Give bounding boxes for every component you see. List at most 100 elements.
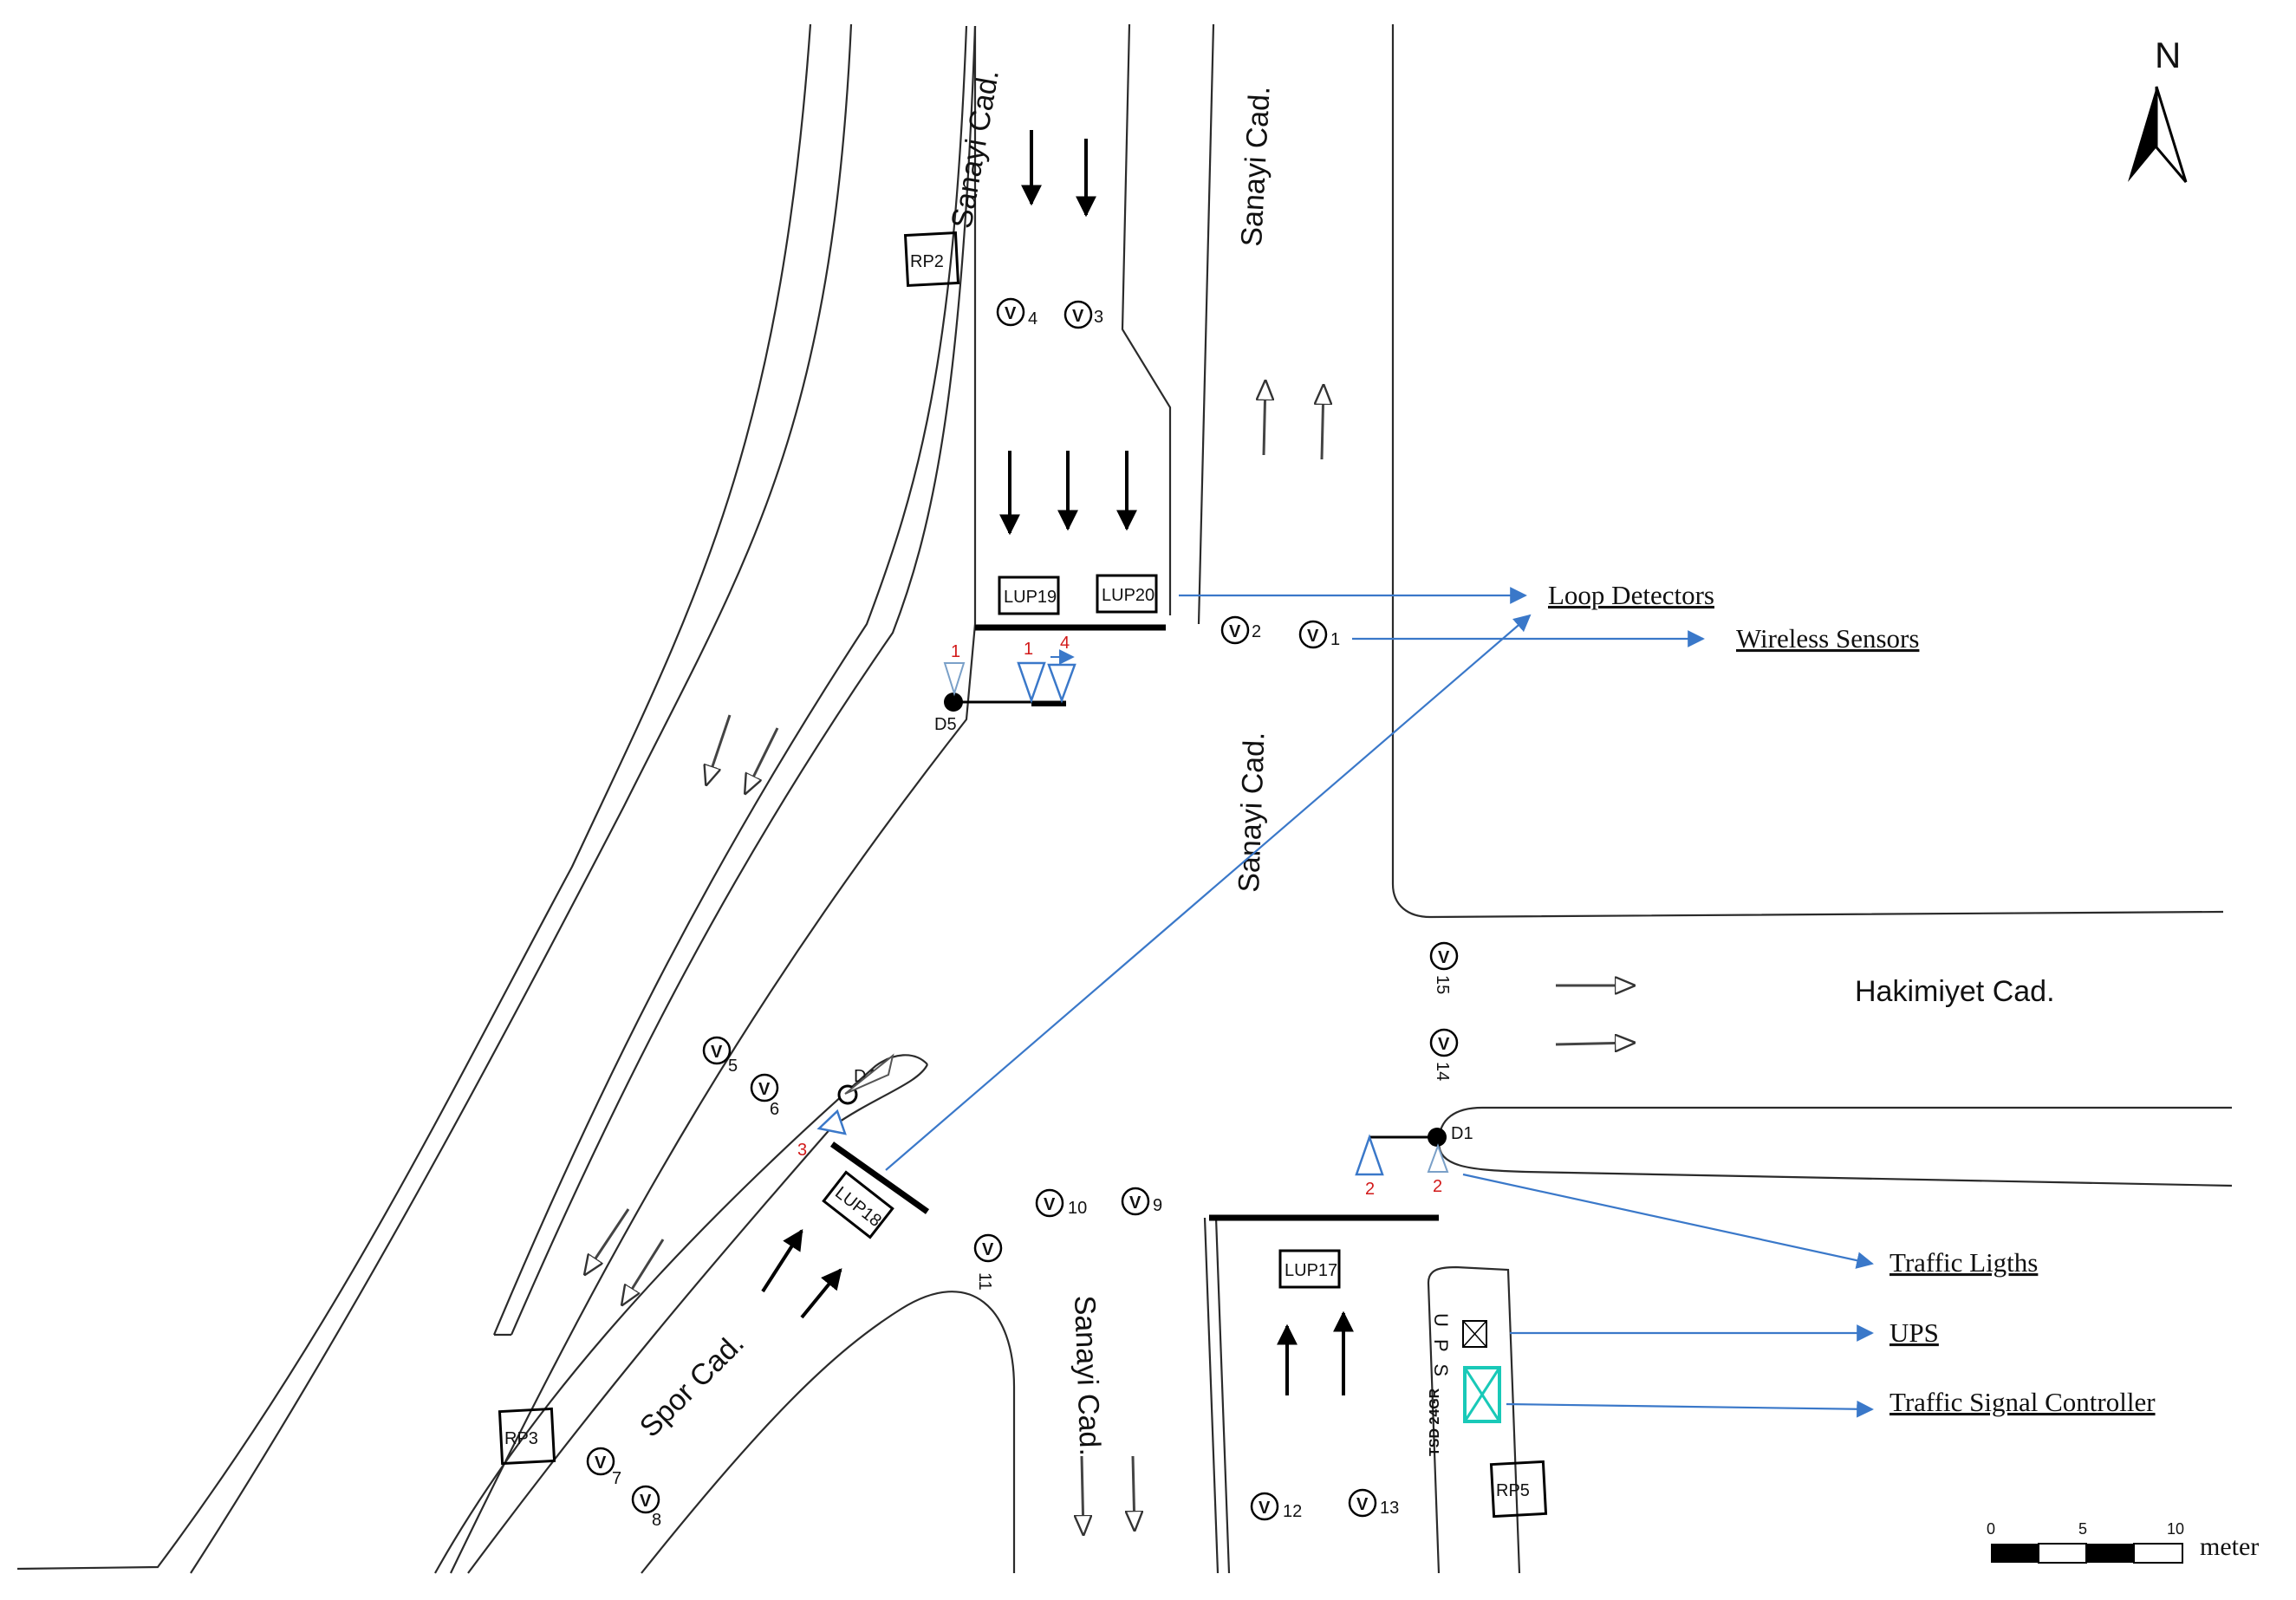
reference-points: RP2 RP3 RP5 — [498, 231, 1548, 1519]
svg-text:10: 10 — [1068, 1199, 1087, 1218]
lane-arrows-solid — [761, 130, 1354, 1395]
svg-text:LUP18: LUP18 — [831, 1183, 885, 1231]
sensor-1: V 1 — [1298, 620, 1340, 649]
svg-text:3: 3 — [797, 1141, 807, 1160]
sensor-11: V 11 — [973, 1233, 1003, 1291]
svg-text:7: 7 — [612, 1469, 621, 1488]
svg-text:2: 2 — [1252, 622, 1261, 641]
svg-text:RP5: RP5 — [1496, 1481, 1530, 1500]
street-label-east: Hakimiyet Cad. — [1855, 975, 2055, 1008]
svg-text:V: V — [1129, 1193, 1141, 1213]
north-label: N — [2155, 35, 2181, 75]
lup17-box: LUP17 — [1278, 1249, 1341, 1289]
sensor-2: V 2 — [1220, 615, 1261, 645]
pole-d5-icon — [944, 693, 963, 712]
road-edges — [16, 23, 2233, 1574]
signal-head-icon — [1047, 663, 1076, 704]
svg-text:V: V — [1044, 1195, 1056, 1214]
north-arrow: N — [2128, 35, 2188, 183]
svg-text:5: 5 — [728, 1057, 738, 1076]
svg-text:11: 11 — [975, 1272, 994, 1291]
street-names: Sanayi Cad. Sanayi Cad. Sanayi Cad. Sana… — [634, 67, 2055, 1456]
svg-text:LUP17: LUP17 — [1285, 1261, 1337, 1280]
sensor-5: V 5 — [702, 1036, 738, 1076]
stop-bars — [829, 624, 1439, 1221]
svg-text:V: V — [1072, 307, 1084, 326]
rp3-box: RP3 — [498, 1407, 556, 1466]
street-label-south: Sanayi Cad. — [1068, 1295, 1106, 1456]
lup20-box: LUP20 — [1096, 574, 1158, 614]
svg-text:3: 3 — [1094, 308, 1103, 327]
sensor-9: V 9 — [1121, 1187, 1162, 1216]
pole-d5-label: D5 — [934, 715, 957, 734]
svg-text:V: V — [1229, 622, 1241, 641]
svg-text:1: 1 — [951, 642, 960, 661]
svg-text:14: 14 — [1433, 1062, 1452, 1081]
annotation-loop-detectors: Loop Detectors — [1548, 580, 1714, 610]
sensor-14: V 14 — [1429, 1028, 1459, 1081]
svg-text:RP3: RP3 — [504, 1429, 538, 1448]
rp5-box: RP5 — [1489, 1460, 1548, 1519]
svg-text:V: V — [758, 1080, 771, 1099]
sensor-3: V 3 — [1063, 300, 1103, 329]
svg-text:2: 2 — [1433, 1177, 1442, 1196]
sensor-15: V 15 — [1429, 941, 1459, 994]
sensor-6: V 6 — [750, 1073, 779, 1119]
street-label-north-right: Sanayi Cad. — [1235, 85, 1277, 247]
annotations: Loop Detectors Wireless Sensors Traffic … — [1548, 580, 2156, 1417]
svg-text:V: V — [1438, 948, 1450, 967]
controller-box-icon — [1463, 1366, 1501, 1423]
svg-text:V: V — [1438, 1035, 1450, 1054]
scale-tick-0: 0 — [1987, 1520, 1995, 1538]
loop-detectors: LUP19 LUP20 LUP18 LUP17 — [822, 574, 1341, 1289]
pole-d1-icon — [1428, 1128, 1447, 1147]
svg-text:15: 15 — [1433, 975, 1452, 994]
sensor-12: V 12 — [1250, 1492, 1302, 1521]
svg-text:12: 12 — [1283, 1502, 1302, 1521]
annotation-ups: UPS — [1889, 1317, 1939, 1348]
scale-tick-5: 5 — [2078, 1520, 2087, 1538]
svg-text:6: 6 — [770, 1100, 779, 1119]
scale-bar: 0 5 10 meter — [1987, 1520, 2259, 1564]
annotation-controller: Traffic Signal Controller — [1889, 1387, 2156, 1417]
svg-text:V: V — [1307, 627, 1319, 646]
ups-vertical-label: U P S — [1430, 1313, 1452, 1380]
scale-unit: meter — [2200, 1532, 2259, 1561]
pole-d1-label: D1 — [1451, 1124, 1473, 1143]
sensor-13: V 13 — [1348, 1488, 1399, 1518]
svg-text:13: 13 — [1380, 1499, 1399, 1518]
controller-model-label: TSD 24GR — [1428, 1388, 1442, 1456]
signal-head-icon — [1427, 1143, 1449, 1173]
street-label-north-left: Sanayi Cad. — [945, 67, 1005, 231]
lane-arrows-open — [585, 381, 1634, 1534]
svg-text:9: 9 — [1153, 1196, 1162, 1215]
svg-text:V: V — [595, 1454, 607, 1473]
svg-text:LUP20: LUP20 — [1102, 586, 1155, 605]
svg-text:V: V — [1005, 304, 1017, 323]
scale-tick-10: 10 — [2167, 1520, 2184, 1538]
street-label-center: Sanayi Cad. — [1233, 732, 1271, 893]
svg-text:V: V — [1356, 1495, 1369, 1514]
svg-text:V: V — [711, 1043, 723, 1062]
lup19-box: LUP19 — [998, 576, 1060, 615]
svg-text:8: 8 — [652, 1511, 661, 1530]
svg-text:1: 1 — [1024, 640, 1033, 659]
svg-text:V: V — [1259, 1499, 1271, 1518]
svg-text:LUP19: LUP19 — [1004, 588, 1057, 607]
svg-text:4: 4 — [1060, 634, 1070, 653]
svg-text:1: 1 — [1330, 630, 1340, 649]
north-arrow-icon — [2128, 87, 2156, 182]
traffic-lights: D5 1 1 4 D4 3 D1 2 2 — [797, 634, 1473, 1199]
svg-text:V: V — [640, 1492, 652, 1511]
sensor-10: V 10 — [1035, 1188, 1087, 1218]
signal-head-icon — [816, 1109, 847, 1135]
annotation-traffic-lights: Traffic Ligths — [1889, 1247, 2038, 1278]
wireless-sensors: V 1 V 2 V 3 V 4 V 5 V 6 V — [586, 297, 1459, 1530]
street-label-southwest: Spor Cad. — [634, 1327, 751, 1444]
svg-text:2: 2 — [1365, 1180, 1375, 1199]
svg-text:V: V — [982, 1240, 994, 1259]
sensor-7: V 7 — [586, 1447, 621, 1488]
equipment: U P S TSD 24GR — [1428, 1313, 1501, 1456]
signal-head-icon — [1355, 1134, 1384, 1176]
